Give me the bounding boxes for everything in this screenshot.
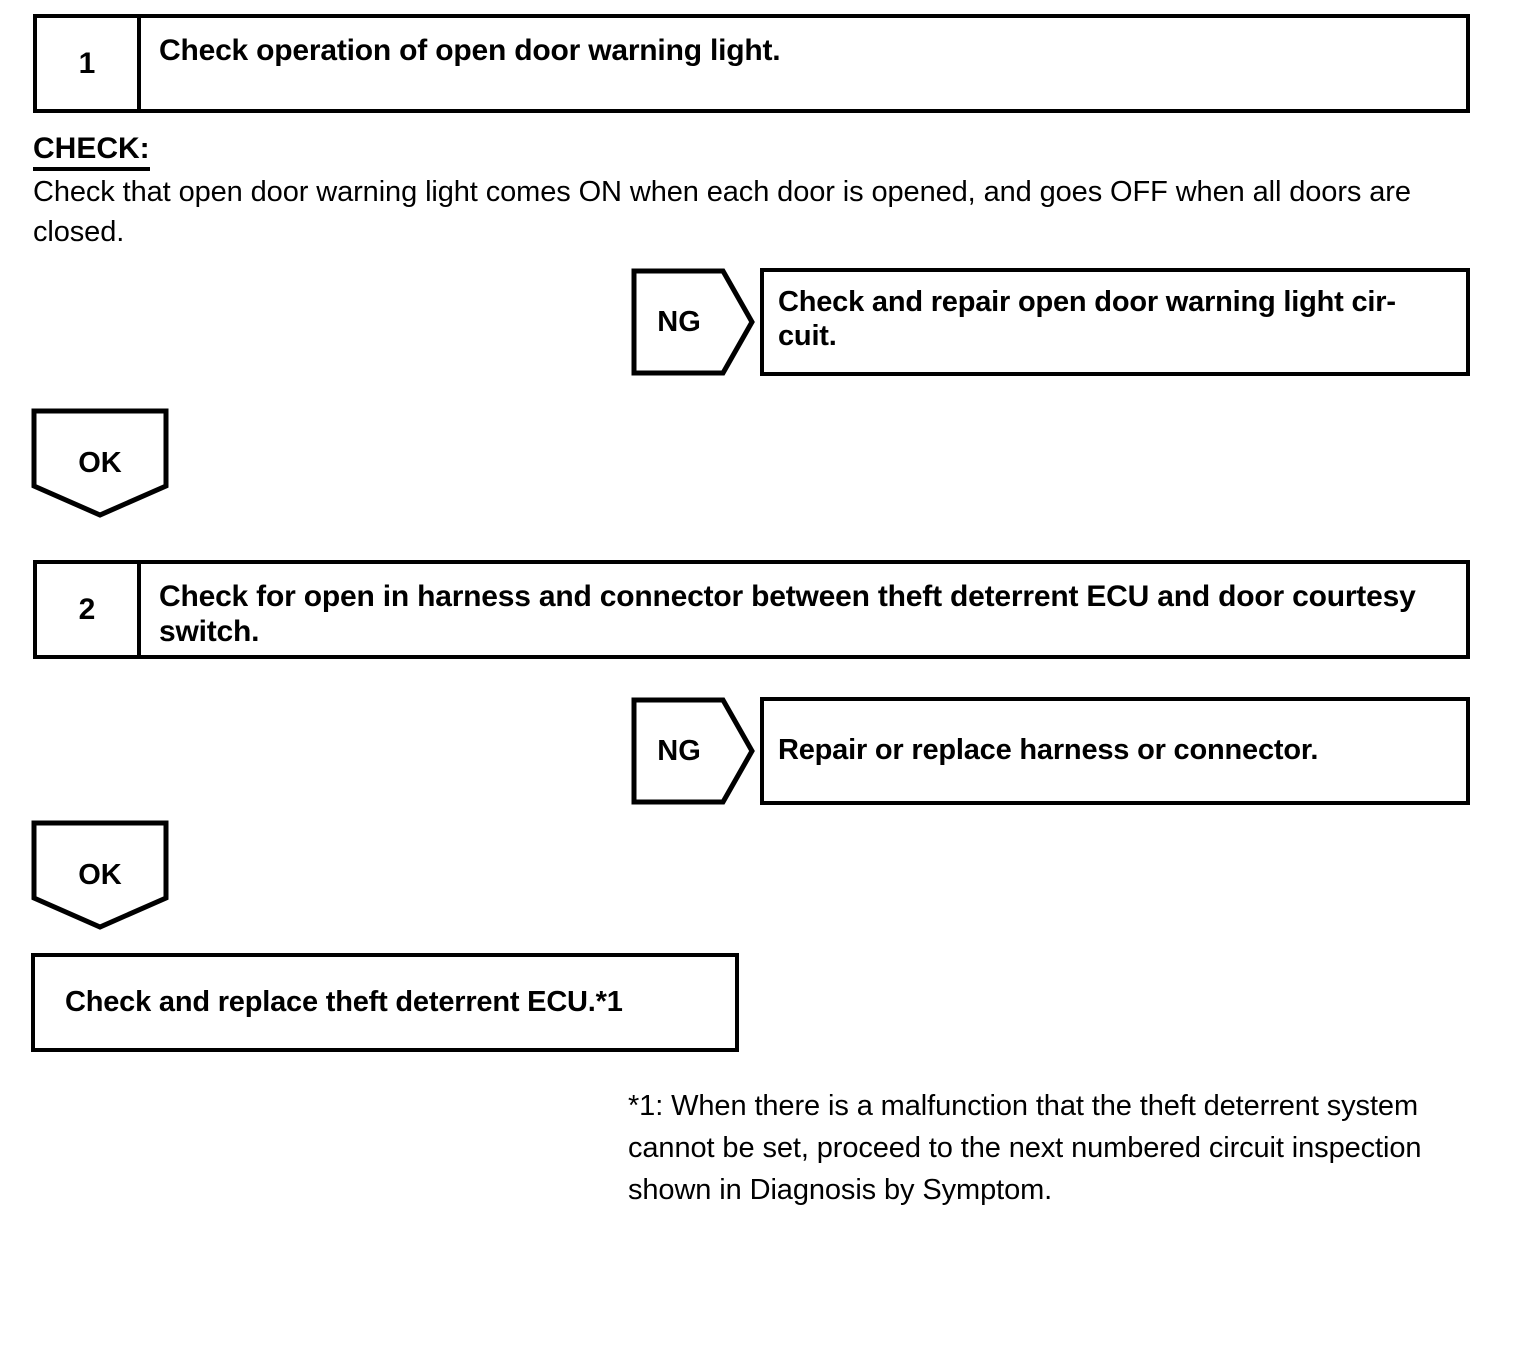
step-2-number: 2 — [78, 592, 96, 626]
ng-arrow-2: NG — [631, 697, 755, 805]
step-1-box: 1 Check operation of open door warning l… — [33, 14, 1470, 113]
check-body-text: Check that open door warning light comes… — [33, 176, 1411, 249]
final-result-text: Check and replace theft deterrent ECU.*1 — [65, 985, 623, 1018]
ng-arrow-2-shape — [631, 697, 755, 805]
ng-result-text-1: Check and repair open door warning light… — [778, 286, 1396, 352]
step-1-title-cell: Check operation of open door warning lig… — [141, 18, 1466, 109]
ng-arrow-1: NG — [631, 268, 755, 376]
ok-arrow-2-shape — [31, 820, 169, 930]
step-2-title: Check for open in harness and connector … — [159, 580, 1416, 648]
step-2-box: 2 Check for open in harness and connecto… — [33, 560, 1470, 659]
final-result-box: Check and replace theft deterrent ECU.*1 — [31, 953, 739, 1052]
step-1-number: 1 — [78, 46, 96, 80]
ok-arrow-1-shape — [31, 408, 169, 518]
ok-arrow-1: OK — [31, 408, 169, 518]
footnote-text: *1: When there is a malfunction that the… — [628, 1090, 1422, 1207]
ng-result-text-2: Repair or replace harness or connector. — [778, 734, 1319, 767]
ng-arrow-1-shape — [631, 268, 755, 376]
ok-arrow-2: OK — [31, 820, 169, 930]
ng-result-box-1: Check and repair open door warning light… — [760, 268, 1470, 376]
check-label: CHECK: — [33, 134, 150, 171]
step-1-title: Check operation of open door warning lig… — [159, 34, 781, 67]
ng-result-box-2: Repair or replace harness or connector. — [760, 697, 1470, 805]
step-2-title-cell: Check for open in harness and connector … — [141, 564, 1466, 655]
step-2-number-cell: 2 — [37, 564, 141, 655]
step-1-number-cell: 1 — [37, 18, 141, 109]
